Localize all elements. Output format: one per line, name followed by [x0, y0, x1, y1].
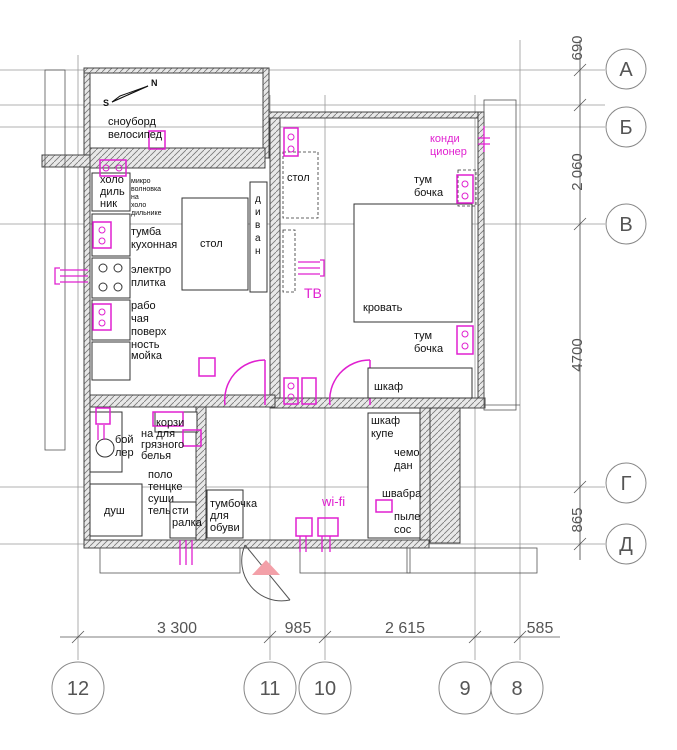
row-bubble-a [605, 48, 647, 90]
label-laundry: корзи на для грязного белья [141, 417, 187, 462]
label-shower: душ [104, 505, 125, 517]
label-washer: сти ралка [172, 505, 203, 529]
label-mop: швабра [382, 488, 422, 500]
label-nightstand-top: тум бочка [414, 174, 444, 199]
row-label-d: Д [619, 534, 633, 556]
dashed-furniture [282, 151, 477, 293]
col-label-10: 10 [314, 678, 336, 700]
bath-furniture [89, 411, 244, 539]
label-vacuum: пыле сос [394, 511, 423, 536]
bed-box [353, 203, 473, 323]
exterior-walls [41, 67, 486, 549]
label-nightstand-bottom: тум бочка [414, 330, 444, 355]
column-bubbles [51, 661, 544, 715]
living-furniture [353, 203, 473, 539]
col-bubble-8 [490, 661, 544, 715]
label-wifi: wi-fi [321, 494, 345, 509]
row-bubble-v [605, 203, 647, 245]
row-bubble-d [605, 523, 647, 565]
shoe-cabinet-box [206, 489, 244, 539]
label-tv: ТВ [304, 285, 322, 301]
label-microwave: микро волновка на холо дильнике [131, 178, 163, 217]
closet-box [367, 412, 421, 539]
label-stove: электро плитка [131, 264, 174, 289]
dim-right-865: 865 [569, 507, 586, 532]
col-label-11: 11 [260, 678, 281, 700]
col-bubble-11 [243, 661, 297, 715]
label-desk: стол [287, 172, 310, 184]
row-bubble-b [605, 106, 647, 148]
grid-lines [0, 40, 605, 660]
label-sofa: д и в а н [255, 194, 264, 257]
sockets [92, 127, 474, 537]
label-dining-table: стол [200, 238, 223, 250]
outer-balcony-lines [44, 69, 538, 574]
dim-bottom-585: 585 [527, 620, 554, 637]
dim-bottom-2615: 2 615 [385, 620, 425, 637]
compass-north: N [151, 78, 158, 88]
fridge-box [91, 172, 131, 212]
compass-south: S [103, 98, 109, 108]
washer-box [169, 501, 197, 539]
compass-icon [111, 85, 149, 103]
right-dimension-line [573, 40, 587, 560]
label-suitcase: чемо дан [394, 447, 423, 472]
label-towel-dryer: поло тенцке суши тель [148, 469, 186, 517]
dim-right-690: 690 [569, 35, 586, 60]
label-closet: шкаф купе [371, 415, 403, 440]
row-bubbles [605, 48, 647, 565]
toilet-icon [95, 438, 115, 458]
sink-box [91, 341, 131, 381]
col-bubble-12 [51, 661, 105, 715]
row-label-b: Б [619, 117, 632, 139]
shower-box [89, 483, 143, 537]
col-label-8: 8 [511, 678, 522, 700]
label-boiler: бой лер [115, 434, 137, 459]
sofa-box [249, 181, 268, 293]
plug-cords [54, 126, 490, 565]
row-label-v: В [619, 214, 632, 236]
label-bed: кровать [363, 302, 403, 314]
row-bubble-g [605, 462, 647, 504]
label-fridge: холо диль ник [100, 174, 128, 210]
label-kitchen-cabinet: тумба кухонная [131, 226, 177, 251]
stove-burners [98, 263, 123, 292]
row-label-a: А [619, 59, 633, 81]
label-wardrobe: шкаф [374, 381, 403, 393]
dim-bottom-3300: 3 300 [157, 620, 197, 637]
col-label-12: 12 [67, 678, 89, 700]
stove-box [91, 257, 131, 299]
label-snowboard: сноуборд велосипед [108, 116, 163, 141]
kitchen-furniture [91, 172, 268, 381]
bottom-dimension-line [60, 630, 560, 644]
dim-bottom-985: 985 [285, 620, 312, 637]
wardrobe-box [367, 367, 473, 399]
label-aircon: конди ционер [430, 133, 467, 158]
label-sink: мойка [131, 350, 163, 362]
col-bubble-10 [298, 661, 352, 715]
row-label-g: Г [621, 473, 632, 495]
label-shoe-cabinet: тумбочка для обуви [210, 498, 260, 534]
dim-right-2060: 2 060 [569, 153, 586, 191]
dim-right-4700: 4700 [569, 338, 586, 371]
entrance-arrow-icon [252, 560, 280, 575]
socket-dots [98, 133, 469, 401]
dining-table [181, 197, 249, 291]
col-label-9: 9 [459, 678, 470, 700]
label-worktop: рабо чая поверх ность [131, 300, 169, 351]
